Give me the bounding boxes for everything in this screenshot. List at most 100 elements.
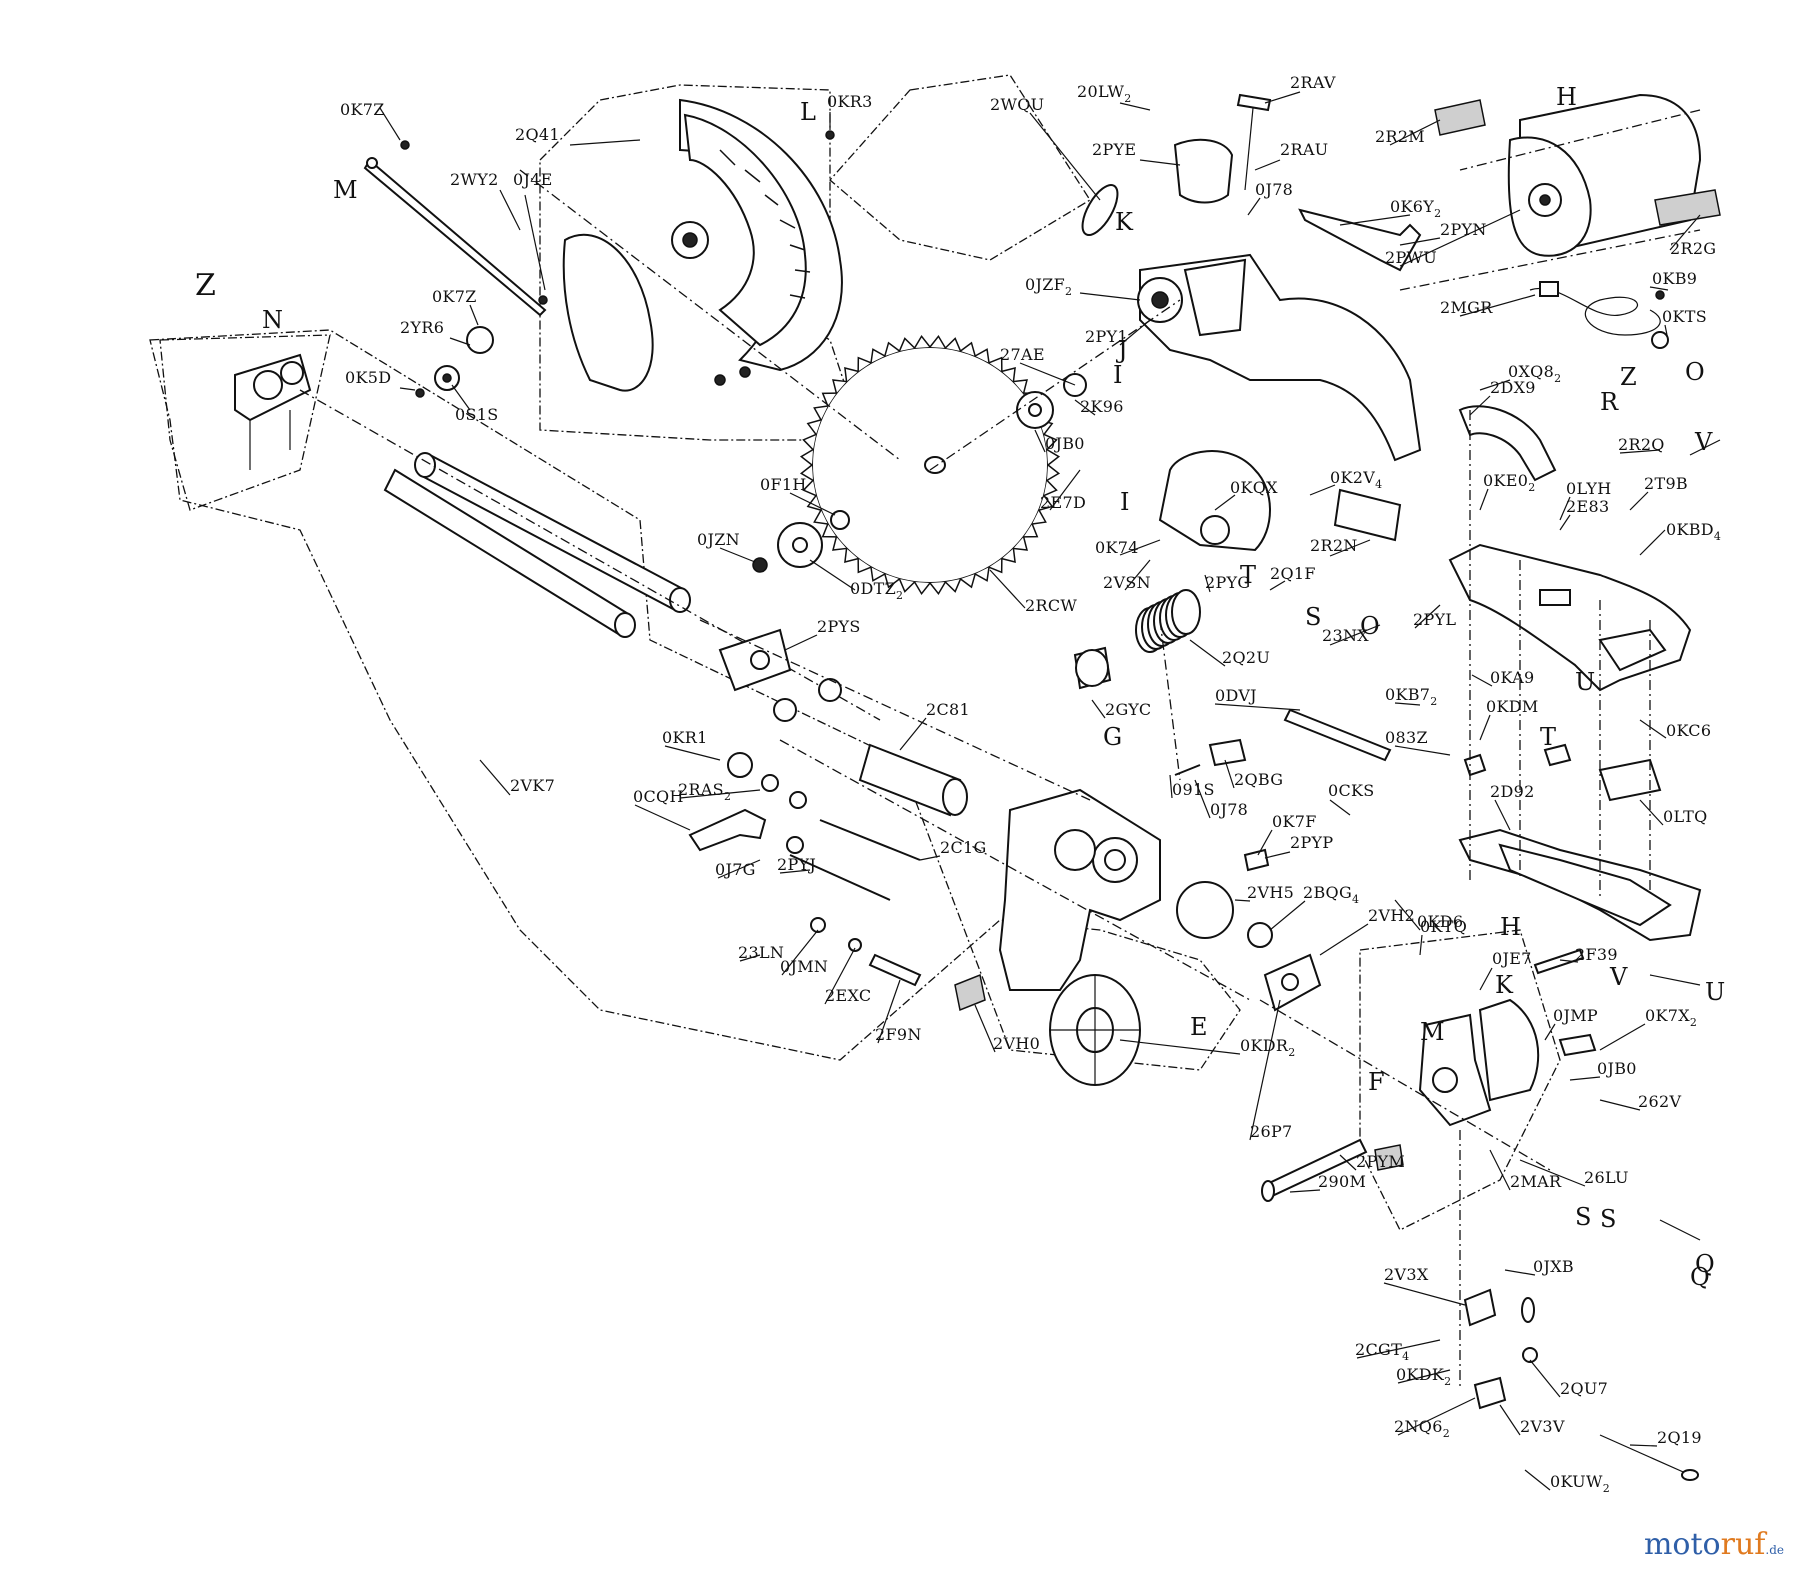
saw-blade xyxy=(752,334,1087,596)
part-label: 2R2G xyxy=(1670,239,1716,258)
leader-line xyxy=(1204,574,1211,593)
part-label: 2RAV xyxy=(1290,73,1336,92)
washer-2RAS-2 xyxy=(789,791,807,809)
part-number: 2V3X xyxy=(1384,1265,1429,1284)
part-label: 2R2N xyxy=(1310,536,1358,555)
leader-line xyxy=(1489,1149,1511,1191)
left-bracket xyxy=(234,353,312,470)
leader-line xyxy=(1339,214,1411,226)
part-label: 2VSN xyxy=(1103,573,1151,592)
leader-line xyxy=(1459,294,1536,317)
plate-2R2M xyxy=(1434,99,1486,136)
cord-plug xyxy=(1539,281,1559,297)
part-label: 0JXB xyxy=(1533,1257,1574,1276)
leader-line xyxy=(1339,1154,1357,1171)
housing-window xyxy=(1598,628,1667,672)
leader-line xyxy=(1214,494,1236,511)
part-label: 2VH0 xyxy=(993,1034,1040,1053)
lever-2PYN xyxy=(1298,208,1422,272)
part-number: 2Q2U xyxy=(1222,648,1270,667)
part-qty: 2 xyxy=(1065,285,1072,298)
part-label: 0KQX xyxy=(1230,478,1278,497)
leader-line xyxy=(1599,1023,1646,1051)
leader-line xyxy=(1319,923,1369,956)
reference-letter: N xyxy=(262,306,283,334)
leader-line xyxy=(1619,449,1661,454)
part-label: 2T9B xyxy=(1644,474,1688,493)
leader-line xyxy=(1397,1369,1451,1384)
reference-letter: K xyxy=(1495,971,1514,999)
part-label: 2D92 xyxy=(1490,782,1535,801)
part-label: 26P7 xyxy=(1250,1122,1293,1141)
part-qty: 4 xyxy=(1402,1350,1409,1363)
leader-line xyxy=(719,547,756,563)
leader-line xyxy=(479,759,511,796)
leader-line xyxy=(1649,286,1669,291)
spring-coil xyxy=(1171,589,1201,635)
part-label: 0KTS xyxy=(1662,307,1707,326)
rail-upper-end-2 xyxy=(669,587,691,613)
part-number: 0J4E xyxy=(513,170,553,189)
leader-line xyxy=(1471,674,1493,687)
upper-blade-guard xyxy=(562,98,843,392)
leader-line xyxy=(1479,379,1511,391)
leader-line xyxy=(1119,539,1161,556)
reference-letter: I xyxy=(1120,488,1129,516)
washer-2RAS xyxy=(761,774,779,792)
ring-2YR6 xyxy=(466,326,494,354)
part-number: 2E83 xyxy=(1566,497,1609,516)
part-label: 0CKS xyxy=(1328,781,1375,800)
part-number: 2PYS xyxy=(817,617,861,636)
cable-tie-2Q19 xyxy=(1599,1434,1691,1476)
lever-2QBG xyxy=(1208,738,1247,767)
part-number: 2MGR xyxy=(1440,298,1493,317)
part-label: 27AE xyxy=(1000,345,1045,364)
part-number: 2YR6 xyxy=(400,318,444,337)
part-number: 0KDM xyxy=(1486,697,1539,716)
guard-hub-center xyxy=(682,232,698,248)
part-label: 2Q41 xyxy=(515,125,560,144)
part-number: 0JMN xyxy=(780,957,828,976)
part-number: 2PYE xyxy=(1092,140,1136,159)
part-label: 2PYJ xyxy=(777,855,816,874)
part-number: 2CGT xyxy=(1355,1340,1402,1359)
part-label: 0F1H xyxy=(760,475,807,494)
flange-center xyxy=(1028,403,1042,417)
part-number: 2QU7 xyxy=(1560,1379,1608,1398)
part-number: 2C81 xyxy=(926,700,970,719)
lower-guard-plate xyxy=(562,233,654,392)
part-label: 0KDK2 xyxy=(1396,1365,1451,1388)
part-label: 0KDM xyxy=(1486,697,1539,716)
part-number: 290M xyxy=(1318,1172,1366,1191)
springs xyxy=(1073,589,1201,690)
leader-line xyxy=(524,194,546,291)
part-number: 2T9B xyxy=(1644,474,1688,493)
switch-0LYH xyxy=(1539,589,1571,606)
part-number: 23NX xyxy=(1322,626,1369,645)
part-number: 0LYH xyxy=(1566,479,1612,498)
part-label: 2VH5 xyxy=(1247,883,1294,902)
part-number: 2PYL xyxy=(1413,610,1456,629)
part-label: 0KBD4 xyxy=(1666,520,1721,543)
part-number: 2RAS xyxy=(678,780,724,799)
leader-line xyxy=(1569,1076,1601,1081)
part-label: 0LTQ xyxy=(1663,807,1708,826)
part-number: 0K2V xyxy=(1330,468,1375,487)
part-number: 2RAV xyxy=(1290,73,1336,92)
leader-line xyxy=(1639,799,1664,826)
reference-letter: E xyxy=(1190,1013,1208,1041)
part-label: 2PYN xyxy=(1440,220,1487,239)
leader-line xyxy=(1309,484,1336,496)
reference-letter: R xyxy=(1600,388,1619,416)
part-qty: 4 xyxy=(1714,530,1721,543)
part-label: 23LN xyxy=(738,943,784,962)
part-label: 20LW2 xyxy=(1077,82,1132,105)
part-label: 2E7D xyxy=(1040,493,1086,512)
part-label: 0K5D xyxy=(345,368,391,387)
part-number: 2WY2 xyxy=(450,170,499,189)
part-label: 2MGR xyxy=(1440,298,1493,317)
part-number: 083Z xyxy=(1385,728,1428,747)
reference-letter: S xyxy=(1600,1205,1616,1233)
part-number: 0KQX xyxy=(1230,478,1278,497)
motor xyxy=(1434,93,1721,257)
